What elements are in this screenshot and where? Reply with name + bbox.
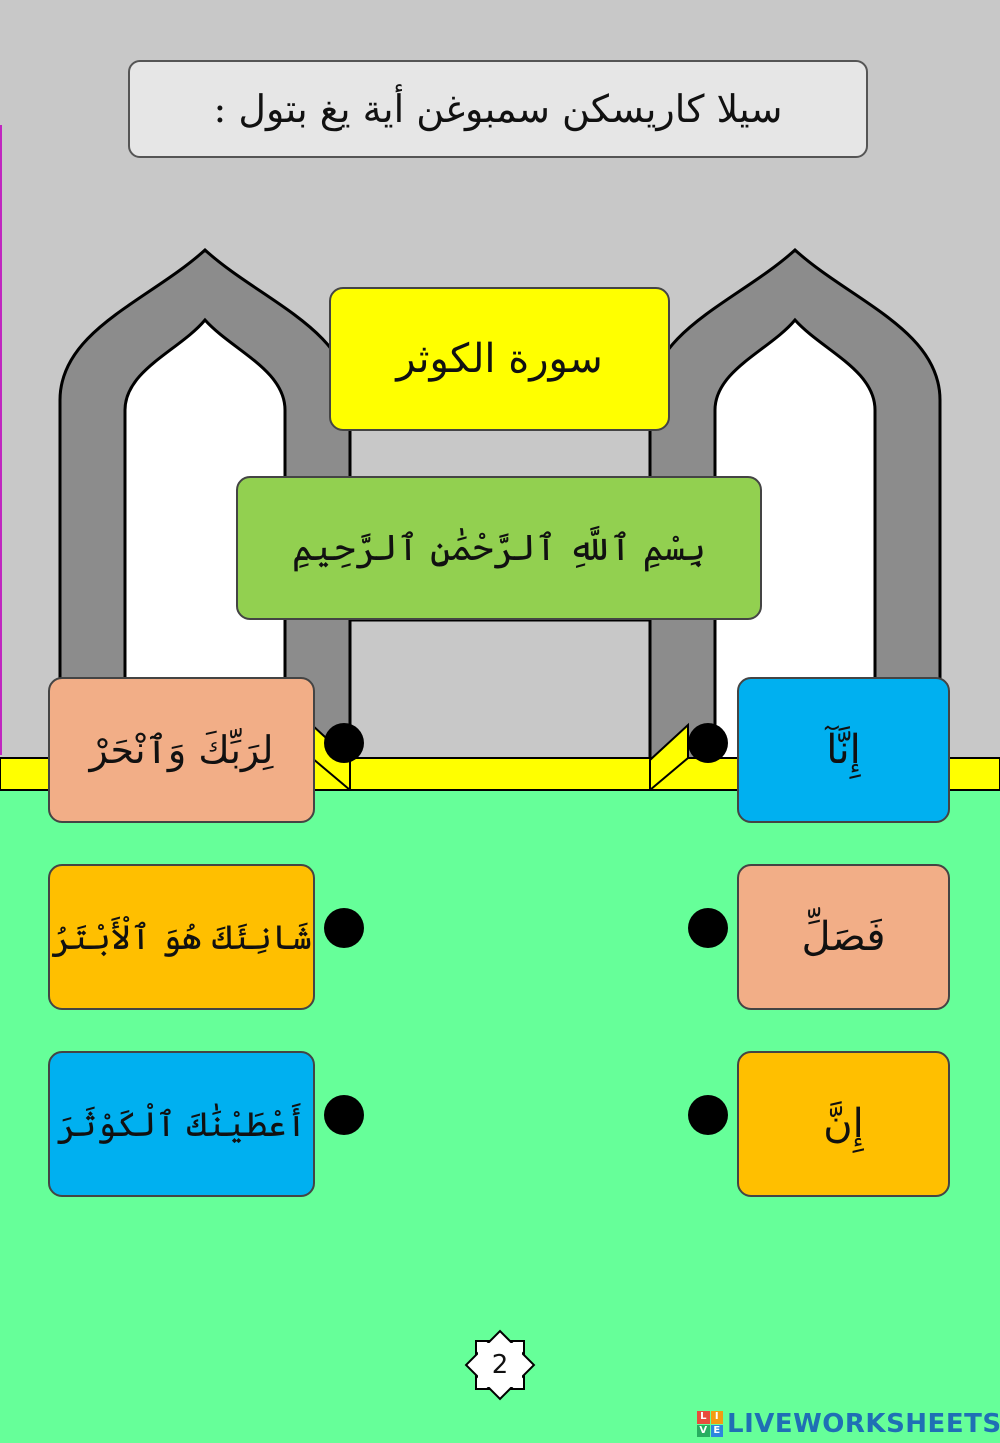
left-card-1[interactable]: لِرَبِّكَ وَٱنْحَرْ	[48, 677, 315, 823]
basmala-card: بِسْمِ ٱللَّهِ ٱلرَّحْمَٰنِ ٱلرَّحِيمِ	[236, 476, 762, 620]
right-card-1[interactable]: إِنَّآ	[737, 677, 950, 823]
right-connector-dot-3[interactable]	[688, 1095, 728, 1135]
left-connector-dot-3[interactable]	[324, 1095, 364, 1135]
left-card-2[interactable]: شَانِئَكَ هُوَ ٱلْأَبْتَرُ	[48, 864, 315, 1010]
right-card-2[interactable]: فَصَلِّ	[737, 864, 950, 1010]
right-connector-dot-2[interactable]	[688, 908, 728, 948]
right-card-3[interactable]: إِنَّ	[737, 1051, 950, 1197]
page-number: 2	[491, 1350, 509, 1380]
surah-title-card: سورة الكوثر	[329, 287, 670, 431]
brand-name: LIVEWORKSHEETS	[727, 1409, 1000, 1439]
instruction-banner: سيلا كاريسكن سمبوغن أية يغ بتول :	[128, 60, 868, 158]
eight-point-star-icon	[464, 1329, 536, 1401]
left-connector-dot-1[interactable]	[324, 723, 364, 763]
left-connector-dot-2[interactable]	[324, 908, 364, 948]
right-connector-dot-1[interactable]	[688, 723, 728, 763]
left-card-3[interactable]: أَعْطَيْنَٰكَ ٱلْكَوْثَرَ	[48, 1051, 315, 1197]
